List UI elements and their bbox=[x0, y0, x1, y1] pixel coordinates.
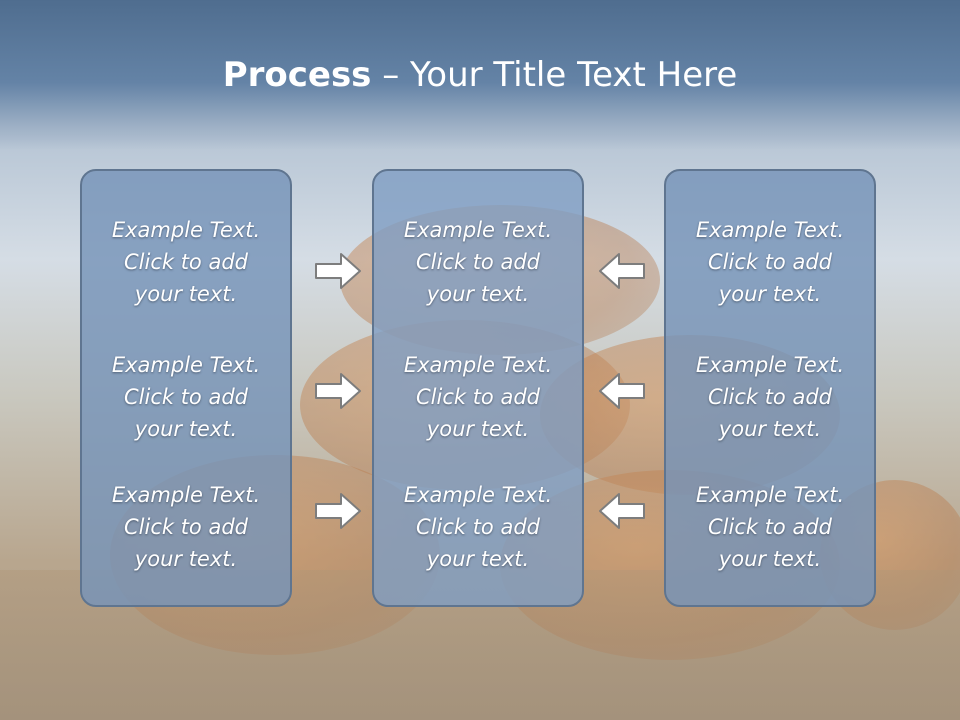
right-arrow-icon[interactable] bbox=[314, 251, 362, 291]
title-rest: – Your Title Text Here bbox=[371, 55, 738, 95]
title-band bbox=[0, 0, 960, 150]
left-arrow-icon[interactable] bbox=[598, 251, 646, 291]
title-bold: Process bbox=[222, 55, 372, 95]
slide-title[interactable]: Process – Your Title Text Here bbox=[0, 52, 960, 98]
right-arrow-icon[interactable] bbox=[314, 371, 362, 411]
left-arrow-icon[interactable] bbox=[598, 371, 646, 411]
right-arrow-icon[interactable] bbox=[314, 491, 362, 531]
left-arrow-icon[interactable] bbox=[598, 491, 646, 531]
